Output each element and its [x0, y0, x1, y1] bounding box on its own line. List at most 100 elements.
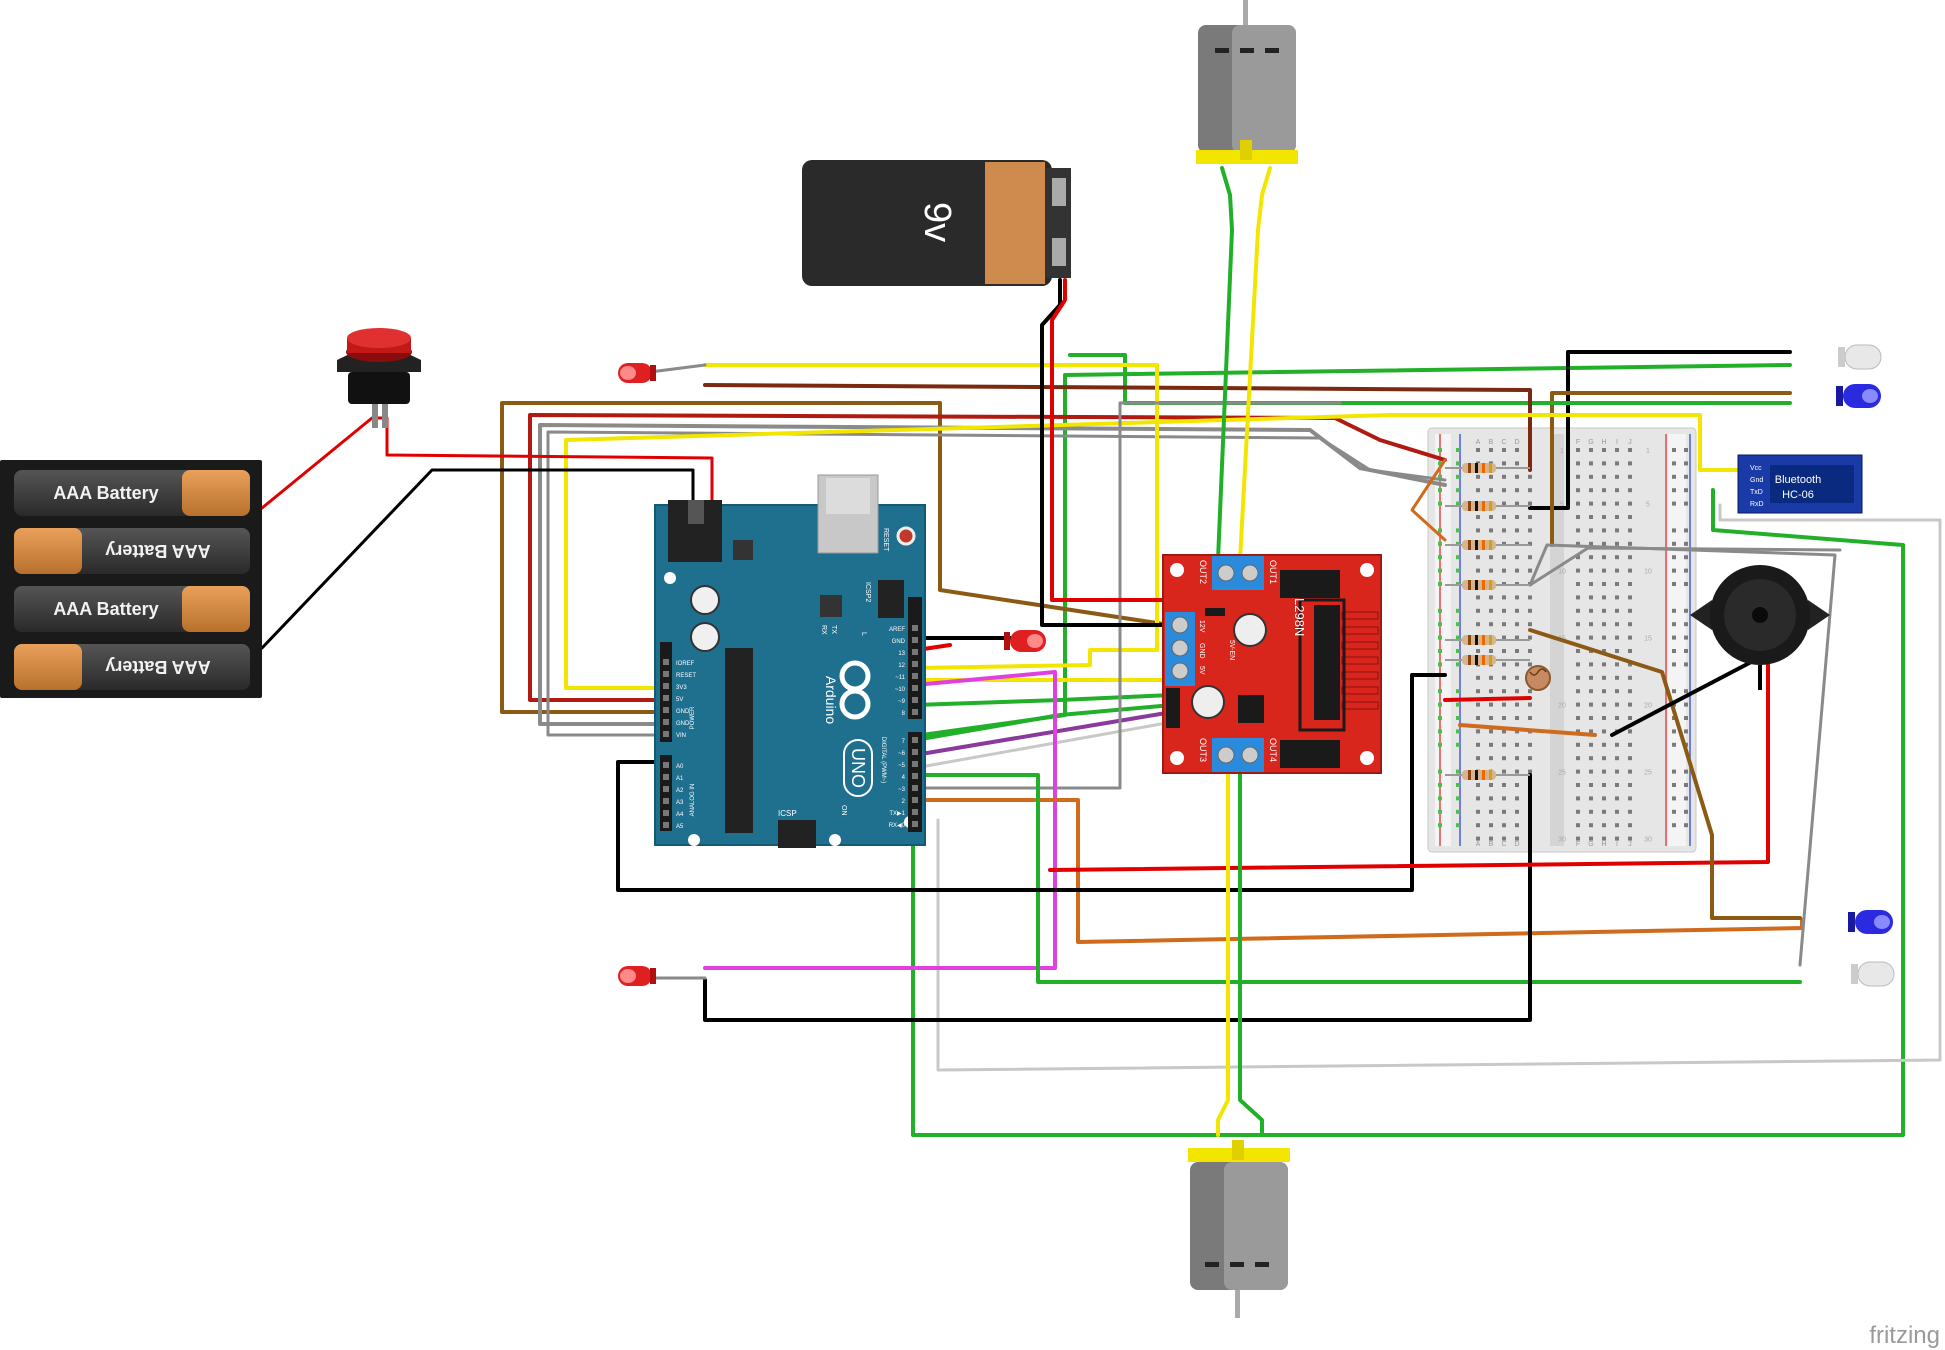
- wire-red-9v: [1050, 278, 1174, 602]
- bb-hole: [1515, 702, 1519, 707]
- bb-hole: [1528, 716, 1532, 720]
- bb-hole: [1615, 541, 1619, 546]
- bb-hole: [1576, 729, 1580, 734]
- aaa-cell: AAA Battery: [14, 470, 250, 516]
- bb-hole: [1589, 783, 1593, 787]
- push-button[interactable]: [337, 328, 421, 428]
- bt-pin-rxd: RxD: [1750, 501, 1764, 508]
- bb-hole: [1515, 448, 1519, 452]
- bb-hole: [1628, 796, 1632, 801]
- bb-hole: [1456, 716, 1460, 720]
- bb-letter: D: [1514, 841, 1519, 848]
- bb-hole: [1684, 635, 1688, 640]
- bb-hole: [1438, 689, 1442, 694]
- wire-orange-top-bb: [1410, 458, 1447, 542]
- bb-hole: [1528, 528, 1532, 533]
- bb-hole: [1672, 582, 1676, 586]
- arduino-pin-label: GND: [892, 639, 906, 645]
- bb-hole: [1576, 501, 1580, 506]
- resistors: [1445, 463, 1530, 780]
- bb-letter: F: [1576, 439, 1580, 446]
- wire-lightgrey-bt: [936, 503, 1942, 1072]
- driver-out2: OUT2: [1198, 560, 1208, 584]
- aaa-cell: AAA Battery: [14, 644, 250, 690]
- bb-hole: [1502, 662, 1506, 667]
- bluetooth-module: Bluetooth HC-06 Vcc Gnd TxD RxD: [1737, 454, 1863, 514]
- arduino-pin-label: GND: [676, 709, 690, 715]
- bb-hole: [1589, 501, 1593, 506]
- bb-hole: [1456, 662, 1460, 667]
- bb-hole: [1476, 702, 1480, 707]
- bb-letter: G: [1588, 841, 1593, 848]
- bb-hole: [1602, 796, 1606, 801]
- wire-yellow-motor-top: [1238, 166, 1272, 562]
- arduino-pin: [912, 737, 918, 743]
- bb-hole: [1502, 501, 1506, 506]
- bb-hole: [1528, 622, 1532, 627]
- bb-hole: [1489, 809, 1493, 814]
- bb-hole: [1684, 582, 1688, 586]
- arduino-icsp-label: ICSP: [778, 809, 797, 818]
- bb-hole: [1602, 595, 1606, 600]
- wire-grey-led-top: [648, 363, 707, 374]
- bb-hole: [1515, 796, 1519, 801]
- bb-hole: [1576, 635, 1580, 640]
- bb-hole: [1576, 769, 1580, 774]
- arduino-pin-label: ~5: [898, 763, 906, 769]
- wire-black-pack: [260, 468, 695, 650]
- arduino-pin: [663, 683, 669, 689]
- arduino-pin-label: 13: [898, 651, 905, 657]
- bb-hole: [1684, 662, 1688, 667]
- bb-hole: [1528, 488, 1532, 493]
- bt-pin-gnd: Gnd: [1750, 477, 1763, 484]
- bluetooth-model: HC-06: [1782, 489, 1814, 501]
- bb-hole: [1628, 555, 1632, 560]
- bb-hole: [1476, 756, 1480, 761]
- bb-hole: [1672, 689, 1676, 694]
- bb-hole: [1672, 742, 1676, 747]
- bb-hole: [1615, 783, 1619, 787]
- bb-hole: [1615, 635, 1619, 640]
- bb-hole: [1615, 769, 1619, 774]
- bb-hole: [1489, 555, 1493, 560]
- bb-hole: [1684, 461, 1688, 466]
- dc-motor-top: [1196, 0, 1298, 164]
- bb-hole: [1515, 528, 1519, 533]
- bb-hole: [1476, 474, 1480, 479]
- bb-letter: A: [1476, 841, 1481, 848]
- resistor: [1445, 770, 1530, 780]
- wire-red-long: [1048, 658, 1770, 872]
- bb-hole: [1576, 756, 1580, 761]
- bb-hole: [1589, 568, 1593, 573]
- bb-hole: [1628, 809, 1632, 814]
- bb-hole: [1489, 515, 1493, 519]
- arduino-pin: [912, 625, 918, 631]
- led-red-bottom: [618, 966, 656, 986]
- driver-enable-label: 5V-EN: [1228, 640, 1235, 660]
- arduino-pin: [912, 697, 918, 703]
- arduino-pin: [663, 798, 669, 804]
- driver-pin-5v: 5V: [1198, 666, 1205, 675]
- bb-hole: [1589, 541, 1593, 546]
- bb-hole: [1489, 742, 1493, 747]
- bb-letter: I: [1616, 439, 1618, 446]
- bb-hole: [1576, 742, 1580, 747]
- arduino-icsp2-label: ICSP2: [864, 582, 871, 602]
- wire-red-bb: [1443, 696, 1532, 702]
- bb-hole: [1502, 689, 1506, 694]
- arduino-pin: [663, 822, 669, 828]
- bb-hole: [1628, 662, 1632, 667]
- bb-hole: [1684, 769, 1688, 774]
- bb-hole: [1528, 769, 1532, 774]
- arduino-pin: [663, 707, 669, 713]
- bb-hole: [1438, 769, 1442, 774]
- bb-hole: [1615, 595, 1619, 600]
- bb-hole: [1672, 448, 1676, 452]
- bb-hole: [1456, 461, 1460, 466]
- bb-hole: [1672, 635, 1676, 640]
- bb-hole: [1476, 555, 1480, 560]
- bb-hole: [1489, 595, 1493, 600]
- bb-hole: [1672, 568, 1676, 573]
- wire-black-buzzer: [1610, 658, 1757, 737]
